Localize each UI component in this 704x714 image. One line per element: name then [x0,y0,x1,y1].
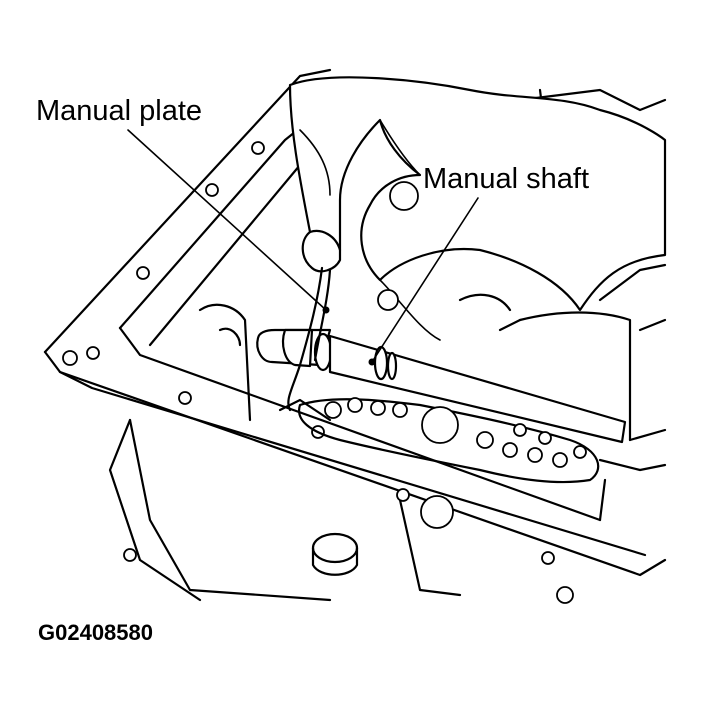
manual-plate [287,266,332,412]
figure-code: G02408580 [38,620,153,645]
manual-shaft [256,328,627,444]
separator-plate [297,397,600,484]
flange-bolt-holes [62,141,574,604]
hand [288,76,667,341]
valve-body [198,293,632,442]
manual-shaft-label: Manual shaft [423,163,590,195]
leader-lines [127,129,479,366]
drain-plug [311,532,359,576]
manual-plate-label: Manual plate [36,95,203,127]
